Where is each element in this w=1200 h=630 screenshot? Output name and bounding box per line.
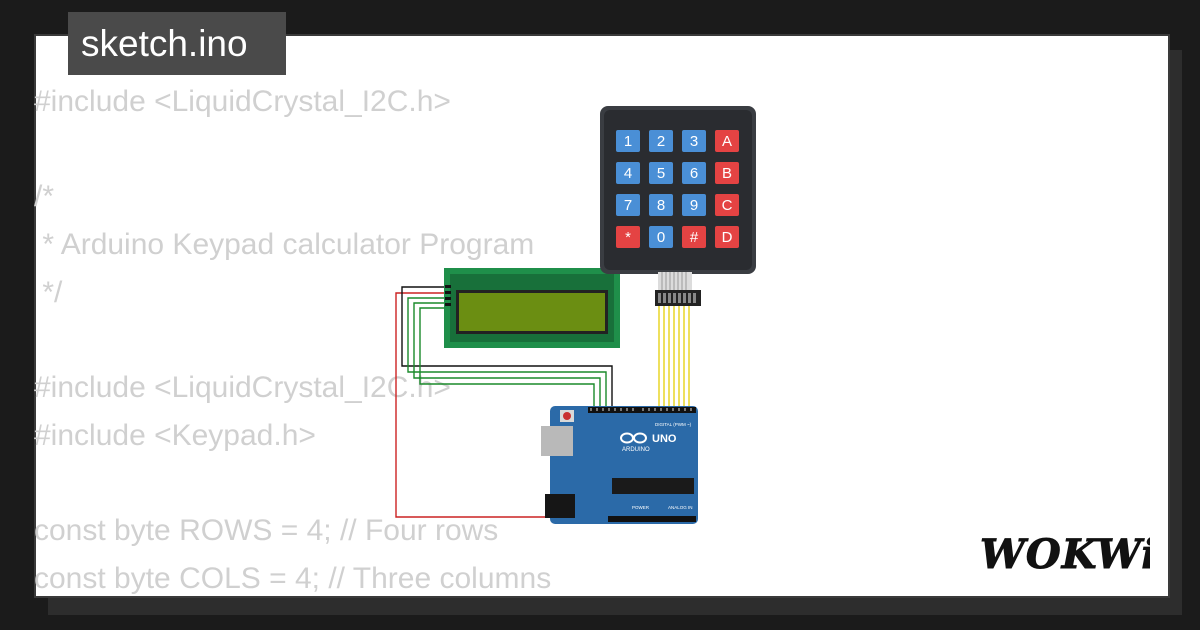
membrane-keypad: 1 2 3 A 4 5 6 B 7 8 9 C * 0 # D bbox=[600, 106, 756, 306]
wires bbox=[395, 286, 690, 518]
svg-text:5: 5 bbox=[657, 165, 665, 182]
code-line: #include <Keypad.h> bbox=[34, 418, 316, 452]
keypad-key-8: 8 bbox=[649, 194, 673, 216]
keypad-key-#: # bbox=[682, 226, 706, 248]
svg-text:D: D bbox=[722, 229, 733, 246]
sketch-title: sketch.ino bbox=[68, 12, 286, 75]
keypad-key-*: * bbox=[616, 226, 640, 248]
wire-green-2 bbox=[413, 302, 601, 410]
wire-green-3 bbox=[419, 307, 595, 410]
svg-text:A: A bbox=[722, 133, 732, 150]
keypad-key-C: C bbox=[715, 194, 739, 216]
keypad-key-0: 0 bbox=[649, 226, 673, 248]
keypad-key-A: A bbox=[715, 130, 739, 152]
svg-text:C: C bbox=[722, 197, 733, 214]
code-line: * Arduino Keypad calculator Program bbox=[34, 228, 535, 262]
svg-text:*: * bbox=[625, 229, 631, 246]
keypad-keys: 1 2 3 A 4 5 6 B 7 8 9 C * 0 # D bbox=[616, 130, 739, 248]
svg-text:4: 4 bbox=[624, 165, 632, 182]
code-line: const byte COLS = 4; // Three columns bbox=[34, 561, 552, 595]
arduino-model-label: UNO bbox=[652, 433, 677, 445]
keypad-key-B: B bbox=[715, 162, 739, 184]
lcd-display bbox=[444, 268, 620, 348]
arduino-analog-label: ANALOG IN bbox=[668, 505, 693, 510]
code-line: #include <LiquidCrystal_I2C.h> bbox=[34, 371, 451, 405]
code-preview: #include <LiquidCrystal_I2C.h> /* * Ardui… bbox=[34, 78, 551, 603]
svg-text:#: # bbox=[690, 229, 699, 246]
code-line: */ bbox=[34, 275, 63, 309]
arduino-digital-label: DIGITAL (PWM ~) bbox=[655, 422, 692, 427]
keypad-key-7: 7 bbox=[616, 194, 640, 216]
wire-black bbox=[401, 286, 613, 410]
svg-text:8: 8 bbox=[657, 197, 665, 214]
keypad-key-9: 9 bbox=[682, 194, 706, 216]
keypad-key-1: 1 bbox=[616, 130, 640, 152]
keypad-key-5: 5 bbox=[649, 162, 673, 184]
code-line: const byte ROWS = 4; // Four rows bbox=[34, 514, 499, 548]
keypad-key-2: 2 bbox=[649, 130, 673, 152]
arduino-brand-label: ARDUINO bbox=[622, 447, 650, 453]
wokwi-logo-text: WOKWi bbox=[980, 531, 1150, 578]
svg-text:6: 6 bbox=[690, 165, 698, 182]
svg-text:B: B bbox=[722, 165, 732, 182]
keypad-key-3: 3 bbox=[682, 130, 706, 152]
svg-text:9: 9 bbox=[690, 197, 698, 214]
keypad-key-D: D bbox=[715, 226, 739, 248]
wokwi-logo: WOKWi bbox=[980, 531, 1150, 579]
arduino-uno-board: UNO ARDUINO DIGITAL (PWM ~) POWER ANALOG… bbox=[541, 406, 698, 524]
svg-text:3: 3 bbox=[690, 133, 698, 150]
wire-red bbox=[395, 292, 610, 518]
keypad-key-6: 6 bbox=[682, 162, 706, 184]
code-line: #include <LiquidCrystal_I2C.h> bbox=[34, 85, 451, 118]
arduino-power-label: POWER bbox=[632, 505, 650, 510]
keypad-key-4: 4 bbox=[616, 162, 640, 184]
svg-text:2: 2 bbox=[657, 133, 665, 150]
svg-text:7: 7 bbox=[624, 197, 632, 214]
svg-text:1: 1 bbox=[624, 133, 632, 150]
code-line: /* bbox=[34, 180, 55, 214]
svg-text:0: 0 bbox=[657, 229, 665, 246]
wire-green-1 bbox=[407, 297, 607, 410]
